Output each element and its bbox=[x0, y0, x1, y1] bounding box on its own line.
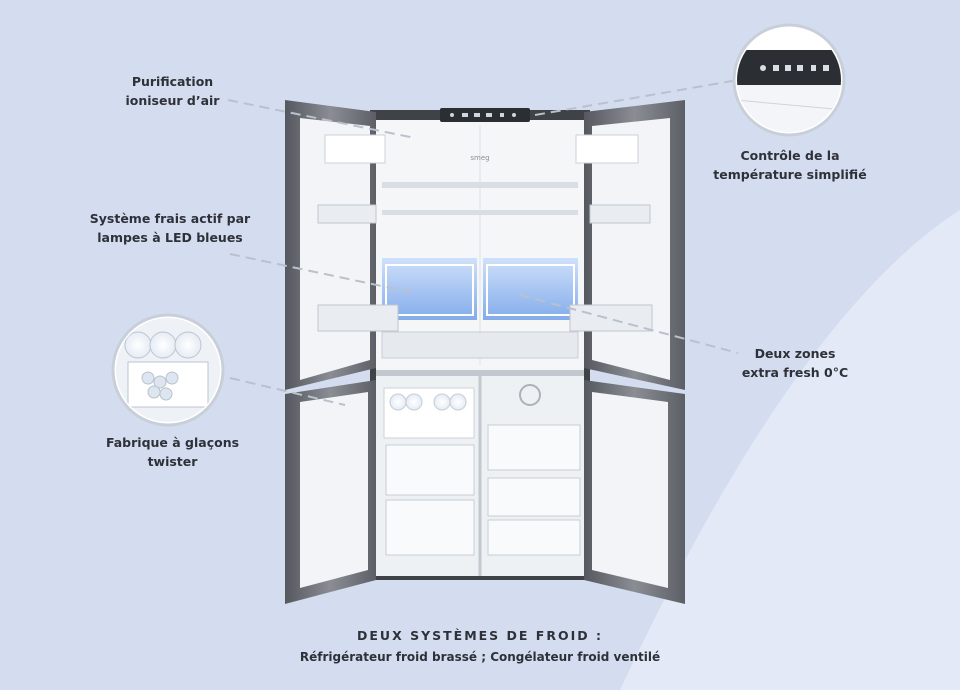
footer-subtitle: Réfrigérateur froid brassé ; Congélateur… bbox=[299, 650, 661, 664]
callout-fresh-zones: Deux zones extra fresh 0°C bbox=[741, 346, 849, 380]
footer-title: DEUX SYSTÈMES DE FROID : bbox=[357, 628, 603, 643]
callout-ice-maker: Fabrique à glaçons twister bbox=[105, 435, 240, 469]
callout-temperature-control: Contrôle de la température simplifié bbox=[713, 148, 867, 182]
control-panel[interactable] bbox=[440, 108, 530, 122]
callout-lines bbox=[227, 79, 739, 406]
control-panel-zoom bbox=[732, 23, 846, 137]
cabinet-body: smeg bbox=[370, 108, 590, 580]
callout-led-lighting: Système frais actif par lampes à LED ble… bbox=[89, 211, 251, 245]
right-freezer-door[interactable] bbox=[584, 380, 685, 604]
callout-air-purifier: Purification ioniseur d’air bbox=[125, 74, 220, 108]
ice-maker-zoom bbox=[111, 313, 225, 427]
svg-text:smeg: smeg bbox=[470, 154, 489, 162]
left-freezer-door[interactable] bbox=[285, 380, 376, 604]
left-fridge-door[interactable] bbox=[285, 100, 399, 390]
right-fridge-door[interactable] bbox=[569, 100, 685, 390]
